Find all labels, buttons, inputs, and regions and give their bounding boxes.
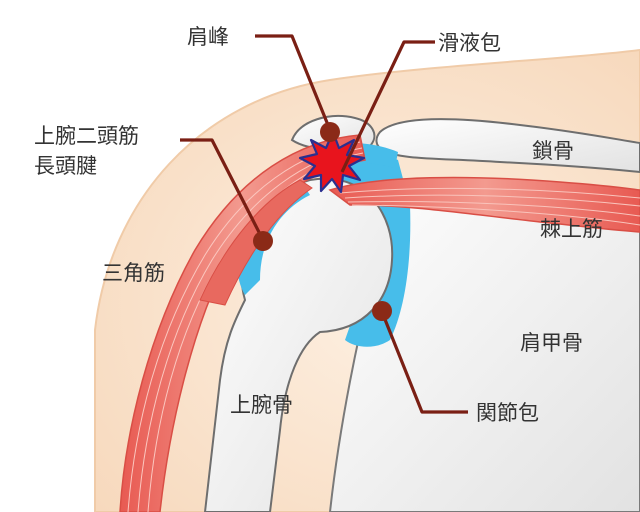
label-scapula: 肩甲骨	[520, 331, 583, 355]
pain-burst-icon	[298, 130, 366, 194]
leader-lines	[180, 34, 468, 414]
capsule-left	[237, 180, 310, 295]
leader-capsule	[380, 311, 468, 414]
label-bursa: 滑液包	[438, 31, 501, 55]
dot-biceps	[253, 231, 273, 251]
leader-biceps	[180, 138, 265, 241]
label-deltoid: 三角筋	[102, 261, 165, 285]
label-biceps-line1: 上腕二頭筋	[34, 124, 139, 148]
label-humerus: 上腕骨	[230, 393, 293, 417]
leader-dots	[253, 122, 392, 321]
label-supraspinatus: 棘上筋	[540, 217, 603, 241]
label-acromion: 肩峰	[187, 25, 229, 49]
dot-capsule	[372, 301, 392, 321]
deltoid-muscle	[119, 134, 366, 512]
label-biceps-line2: 長頭腱	[34, 154, 97, 178]
supraspinatus-muscle	[328, 176, 640, 233]
label-clavicle: 鎖骨	[532, 139, 574, 163]
dot-acromion	[320, 122, 340, 142]
leader-bursa	[340, 40, 435, 173]
supraspinatus-fibers	[339, 187, 640, 226]
label-capsule: 関節包	[476, 401, 539, 425]
leader-acromion	[255, 34, 332, 131]
